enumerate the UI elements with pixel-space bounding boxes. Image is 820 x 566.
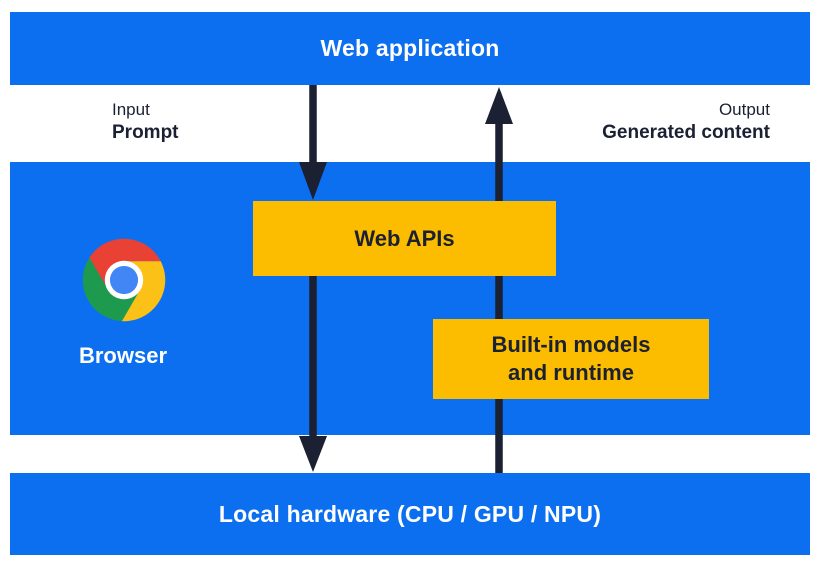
web-application-layer: Web application: [10, 12, 810, 85]
browser-label: Browser: [78, 343, 168, 368]
local-hardware-layer: Local hardware (CPU / GPU / NPU): [10, 473, 810, 555]
input-title: Input: [112, 100, 150, 119]
web-apis-label: Web APIs: [354, 225, 455, 251]
output-title: Output: [718, 100, 770, 119]
output-subtitle: Generated content: [602, 122, 770, 143]
input-subtitle: Prompt: [112, 122, 179, 143]
builtin-models-label-line1: Built-in models: [491, 332, 651, 357]
input-annotation: Input Prompt: [112, 98, 179, 144]
local-hardware-label: Local hardware (CPU / GPU / NPU): [218, 500, 602, 527]
builtin-models-label-line2: and runtime: [508, 360, 634, 385]
chrome-browser-icon: [82, 238, 166, 322]
builtin-models-box: Built-in models and runtime: [433, 319, 709, 399]
web-application-label: Web application: [320, 35, 500, 61]
output-annotation: Output Generated content: [602, 98, 770, 144]
web-apis-box: Web APIs: [253, 201, 556, 276]
